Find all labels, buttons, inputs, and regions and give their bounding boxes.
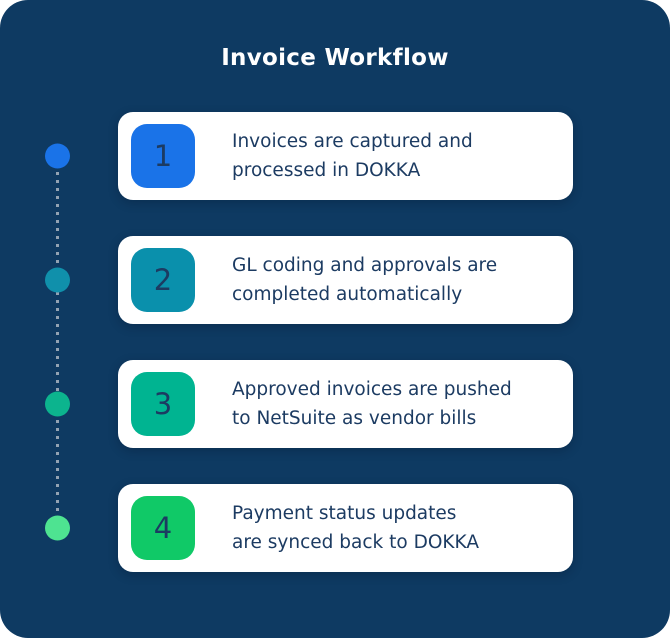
step-3-dot xyxy=(45,391,70,417)
step-4-card: 4 Payment status updates are synced back… xyxy=(118,484,573,572)
page-title: Invoice Workflow xyxy=(221,45,449,71)
step-1-number-badge: 1 xyxy=(131,124,195,188)
step-4-number: 4 xyxy=(153,511,173,545)
step-1-description-line2: processed in DOKKA xyxy=(232,160,421,181)
step-1-number: 1 xyxy=(153,139,173,173)
step-3-description-line1: Approved invoices are pushed xyxy=(232,379,512,400)
step-4-number-badge: 4 xyxy=(131,496,195,560)
timeline-dotted-connector xyxy=(56,156,59,528)
step-2-description: GL coding and approvals are completed au… xyxy=(232,251,497,309)
step-2-description-line2: completed automatically xyxy=(232,284,463,305)
step-3-number: 3 xyxy=(153,387,173,421)
step-4-description: Payment status updates are synced back t… xyxy=(232,499,479,557)
step-2-description-line1: GL coding and approvals are xyxy=(232,255,498,276)
step-1-card: 1 Invoices are captured and processed in… xyxy=(118,112,573,200)
step-2-card: 2 GL coding and approvals are completed … xyxy=(118,236,573,324)
workflow-steps: 1 Invoices are captured and processed in… xyxy=(0,112,670,572)
step-row-4: 4 Payment status updates are synced back… xyxy=(0,484,670,572)
step-2-dot xyxy=(45,267,70,293)
step-3-card: 3 Approved invoices are pushed to NetSui… xyxy=(118,360,573,448)
step-3-description: Approved invoices are pushed to NetSuite… xyxy=(232,375,512,433)
step-4-description-line2: are synced back to DOKKA xyxy=(232,532,479,553)
step-4-description-line1: Payment status updates xyxy=(232,503,457,524)
step-row-1: 1 Invoices are captured and processed in… xyxy=(0,112,670,200)
step-2-number-badge: 2 xyxy=(131,248,195,312)
step-3-number-badge: 3 xyxy=(131,372,195,436)
step-1-description: Invoices are captured and processed in D… xyxy=(232,127,473,185)
step-3-description-line2: to NetSuite as vendor bills xyxy=(232,408,477,429)
step-2-number: 2 xyxy=(153,263,173,297)
step-row-3: 3 Approved invoices are pushed to NetSui… xyxy=(0,360,670,448)
step-4-dot xyxy=(45,515,70,541)
step-row-2: 2 GL coding and approvals are completed … xyxy=(0,236,670,324)
step-1-dot xyxy=(45,143,70,169)
step-1-description-line1: Invoices are captured and xyxy=(232,131,473,152)
